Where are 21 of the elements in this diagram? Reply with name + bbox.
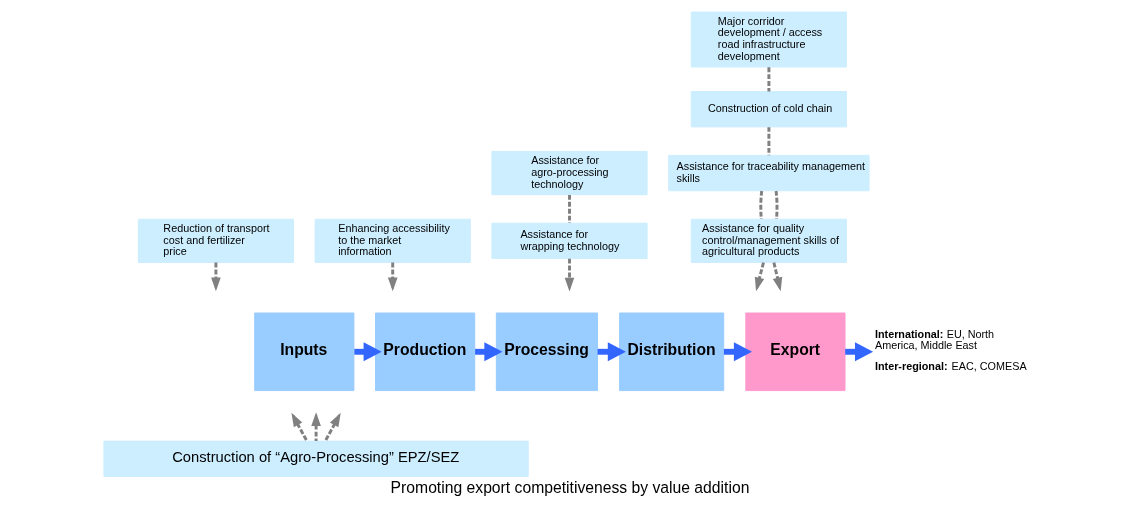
- node-box: Export: [745, 312, 846, 392]
- connector: [568, 194, 571, 223]
- node-text: International: EU, North America, Middle East Inter-regional: EAC, COMESA: [874, 327, 1027, 373]
- node-box: Construction of “Agro-Processing” EPZ/SEZ: [103, 440, 529, 477]
- node-box: Assistance for wrapping technology: [491, 222, 648, 259]
- connector: [774, 190, 779, 220]
- node-box: Reduction of transport cost and fertilizer price: [137, 218, 294, 263]
- node-box: Processing: [495, 312, 598, 392]
- node-box: Distribution: [619, 312, 725, 392]
- node-box: Production: [375, 312, 476, 392]
- node-box: Inputs: [254, 312, 355, 392]
- connector: [767, 127, 771, 156]
- node-box: Construction of cold chain: [690, 91, 847, 128]
- node-box: Assistance for quality control/management skills of agricultural products: [690, 218, 847, 263]
- connector: [767, 67, 771, 92]
- node-box: Major corridor development / access road infrastructure development: [690, 11, 847, 68]
- caption: Promoting export competitiveness by value addition: [390, 478, 750, 496]
- connector: [759, 190, 764, 220]
- node-box: Assistance for agro-processing technology: [491, 151, 648, 196]
- node-box: Enhancing accessibility to the market information: [314, 218, 471, 263]
- node-box: Assistance for traceability management skills: [668, 154, 870, 192]
